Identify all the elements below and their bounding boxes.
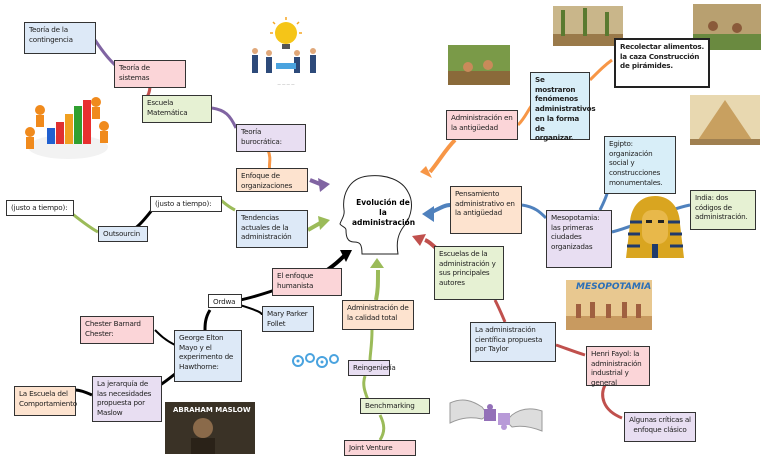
node-joint-venture[interactable]: Joint Venture [344, 440, 416, 456]
head-silhouette-icon [338, 172, 418, 256]
arrow-blue [422, 206, 434, 222]
connector-burocratica-enfoque [266, 149, 272, 171]
arrow-orange [420, 166, 432, 178]
ancient-farmers-illustration [448, 45, 510, 85]
node-escuela-comportamiento[interactable]: La Escuela del Comportamiento [14, 386, 77, 416]
connector-center-antiguedad [428, 138, 457, 174]
node-admin-antiguedad[interactable]: Administración en la antigüedad [446, 110, 518, 140]
connector-fayol-criticas [601, 384, 623, 420]
node-criticas[interactable]: Algunas críticas al enfoque clásico [624, 412, 696, 442]
node-teoria-contingencia[interactable]: Teoría de la contingencia [24, 22, 96, 54]
node-benchmarking[interactable]: Benchmarking [360, 398, 430, 414]
arrow-red [412, 234, 426, 246]
arrow-purple [318, 178, 330, 192]
node-justo-a-tiempo-1[interactable]: (justo a tiempo): [6, 200, 74, 216]
business-team-chart-illustration [18, 92, 118, 164]
node-mesopotamia[interactable]: Mesopotamia: las primeras ciudades organ… [546, 210, 612, 268]
node-escuelas[interactable]: Escuelas de la administración y sus prin… [434, 246, 504, 300]
node-recolectar[interactable]: Recolectar alimentos. la caza Construcci… [614, 38, 710, 88]
gears-icon [290, 350, 342, 372]
central-topic: Evolución de la administración [352, 198, 416, 227]
node-fayol[interactable]: Henri Fayol: la administración industria… [586, 346, 650, 387]
node-ordwa[interactable]: Ordwa [208, 294, 242, 308]
node-india[interactable]: India: dos códigos de administración. [690, 190, 756, 230]
maslow-photo: ABRAHAM MASLOW [165, 402, 255, 454]
node-tendencias-actuales[interactable]: Tendencias actuales de la administración [236, 210, 308, 248]
connector-calidad-reingenieria [368, 329, 374, 361]
connector-ordwa-mary [239, 304, 263, 316]
node-teoria-burocratica[interactable]: Teoría burocrática: [236, 124, 306, 152]
connector-center-calidad [374, 269, 380, 301]
arrow-black [340, 250, 352, 262]
arrow-green-left [318, 216, 330, 230]
connector-escuelas-taylor [493, 299, 507, 323]
connector-ordwa-george [203, 309, 212, 331]
node-calidad-total[interactable]: Administración de la calidad total [342, 300, 414, 330]
connector-benchmarking-joint [378, 414, 386, 441]
node-outsourcin[interactable]: Outsourcin [98, 226, 148, 242]
node-enfoque-humanista[interactable]: El enfoque humanista [272, 268, 342, 296]
node-teoria-sistemas[interactable]: Teoría de sistemas [114, 60, 186, 88]
connector-matematica-burocratica [211, 106, 238, 129]
node-george-elton[interactable]: George Elton Mayo y el experimento de Ha… [174, 330, 242, 382]
connector-center-pensamiento [431, 203, 451, 214]
team-lightbulb-illustration: — — — — [240, 15, 332, 90]
mesopotamia-illustration: MESOPOTAMIA [566, 280, 652, 330]
connector-reingenieria-benchmarking [362, 375, 370, 401]
pyramid-construction-illustration [690, 95, 760, 145]
node-egipto[interactable]: Egipto: organización social y construcci… [604, 136, 676, 194]
connector-humanista-ordwa [239, 288, 276, 302]
connector-taylor-fayol [555, 343, 586, 357]
node-enfoque-organizaciones[interactable]: Enfoque de organizaciones [236, 168, 308, 192]
node-reingenieria[interactable]: Reingeniería [348, 360, 396, 376]
node-escuela-matematica[interactable]: Escuela Matemática [142, 95, 212, 123]
maslow-caption: ABRAHAM MASLOW [173, 406, 251, 414]
connector-tendencias-justo [219, 198, 236, 212]
connector-george-chester [154, 329, 176, 346]
mesopotamia-caption: MESOPOTAMIA [576, 282, 652, 292]
node-justo-a-tiempo-2[interactable]: (justo a tiempo): [150, 196, 222, 212]
node-jerarquia-necesidades[interactable]: La jerarquía de las necesidades propuest… [92, 376, 162, 422]
connector-jerarquia-comportamiento [74, 388, 93, 397]
node-taylor[interactable]: La administración científica propuesta p… [470, 322, 556, 362]
ancient-gatherers-illustration [553, 6, 623, 46]
node-mary-parker[interactable]: Mary Parker Follet [262, 306, 314, 332]
node-pensamiento[interactable]: Pensamiento administrativo en la antigüe… [450, 186, 522, 234]
connector-fenomenos-recolectar [588, 58, 613, 82]
pharaoh-mask-illustration [624, 192, 686, 264]
connector-pensamiento-mesopotamia [521, 203, 548, 220]
node-chester-barnard[interactable]: Chester Barnard Chester: [80, 316, 154, 344]
puzzle-hands-illustration [448, 383, 544, 451]
arrow-green-down [370, 258, 384, 268]
node-fenomenos[interactable]: Se mostraron fenómenos administrativos e… [530, 72, 596, 142]
svg-text:— — — —: — — — — [277, 82, 295, 86]
connector-contingencia-sistemas [93, 39, 117, 67]
